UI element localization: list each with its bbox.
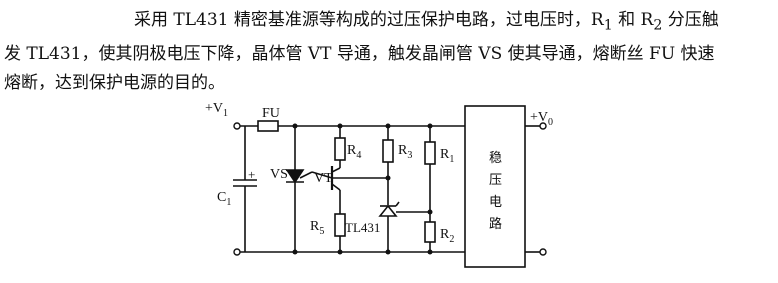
label-r4: R4 (347, 143, 361, 161)
label-cap-plus: + (248, 167, 255, 182)
input-terminal-top (233, 122, 241, 130)
regulator-label-char: 电 (489, 194, 502, 209)
junction-dot (337, 123, 343, 129)
junction-dot (385, 123, 391, 129)
label-r3: R3 (398, 143, 412, 161)
junction-dot (427, 209, 433, 215)
label-fu: FU (262, 106, 280, 121)
regulator-label-char: 稳 (489, 150, 502, 165)
label-c1: C1 (217, 190, 231, 208)
resistor-r5 (334, 213, 346, 237)
thyristor-gate (299, 171, 313, 179)
transistor-vt-emitter (331, 167, 341, 173)
label-vs: VS (270, 167, 288, 182)
paragraph-line-2: 发 TL431，使其阴极电压下降，晶体管 VT 导通，触发晶闸管 VS 使其导通… (4, 44, 715, 65)
regulator-block (464, 105, 526, 268)
junction-dot (385, 249, 391, 255)
tl431-bar-tip (395, 201, 400, 207)
label-r1: R1 (440, 147, 454, 165)
output-terminal-bottom (539, 248, 547, 256)
label-v-in: +V1 (205, 101, 228, 119)
label-vt: VT (314, 171, 333, 186)
regulator-label-char: 压 (489, 172, 502, 187)
junction-dot (337, 249, 343, 255)
paragraph-line-1: 采用 TL431 精密基准源等构成的过压保护电路，过电压时，R1 和 R2 分压… (134, 10, 719, 34)
resistor-r4 (334, 137, 346, 161)
output-terminal-top (539, 122, 547, 130)
description-paragraph: 采用 TL431 精密基准源等构成的过压保护电路，过电压时，R1 和 R2 分压… (4, 6, 770, 98)
label-r2: R2 (440, 227, 454, 245)
paragraph-line-3: 熔断，达到保护电源的目的。 (4, 73, 225, 94)
thyristor-vs (285, 169, 305, 184)
transistor-vt-collector (331, 183, 341, 191)
tl431-regulator (378, 204, 398, 217)
resistor-r1 (424, 141, 436, 165)
input-terminal-bottom (233, 248, 241, 256)
label-v-out: +V0 (530, 110, 553, 128)
junction-dot (292, 249, 298, 255)
resistor-r2 (424, 221, 436, 243)
label-r5: R5 (310, 219, 324, 237)
label-tl431: TL431 (345, 220, 380, 235)
junction-dot (427, 249, 433, 255)
vt-to-vs-gate (311, 171, 333, 179)
regulator-label-char: 路 (489, 216, 502, 231)
junction-dot (385, 175, 391, 181)
fuse-fu (257, 120, 279, 132)
junction-dot (427, 123, 433, 129)
resistor-r3 (382, 139, 394, 163)
junction-dot (292, 123, 298, 129)
